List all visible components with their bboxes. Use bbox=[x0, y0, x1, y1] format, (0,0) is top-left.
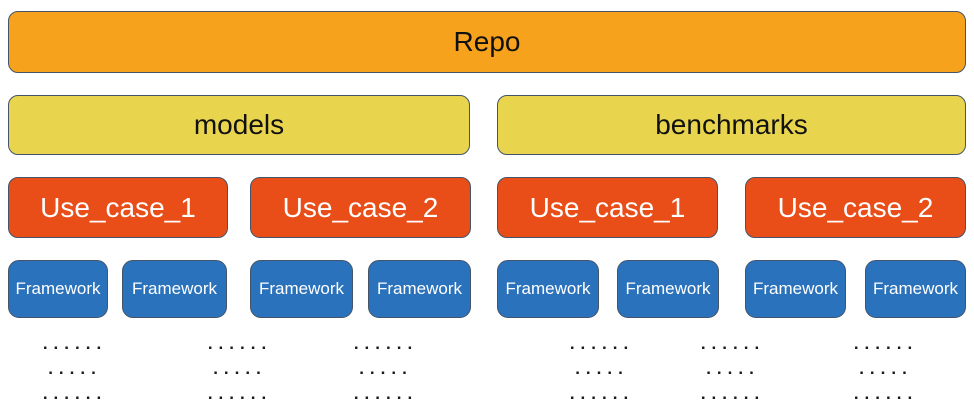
repo-node: Repo bbox=[8, 11, 966, 73]
ellipsis-column: ...... ..... ...... bbox=[552, 331, 652, 406]
ellipsis-line: ...... bbox=[353, 334, 419, 353]
framework-node: Framework bbox=[250, 260, 353, 318]
models-use-case-2-node: Use_case_2 bbox=[250, 177, 471, 238]
ellipsis-line: ..... bbox=[575, 359, 629, 378]
benchmarks-use-case-2-node: Use_case_2 bbox=[745, 177, 966, 238]
ellipsis-column: ...... ..... ...... bbox=[336, 331, 436, 406]
ellipsis-line: ...... bbox=[207, 334, 273, 353]
framework-node: Framework bbox=[368, 260, 471, 318]
ellipsis-line: ..... bbox=[359, 359, 413, 378]
ellipsis-line: ...... bbox=[853, 334, 919, 353]
ellipsis-line: ..... bbox=[706, 359, 760, 378]
ellipsis-line: ..... bbox=[859, 359, 913, 378]
framework-node: Framework bbox=[8, 260, 108, 318]
models-group-node: models bbox=[8, 95, 470, 155]
framework-node: Framework bbox=[865, 260, 966, 318]
framework-node: Framework bbox=[617, 260, 719, 318]
ellipsis-line: ...... bbox=[700, 384, 766, 403]
ellipsis-column: ...... ..... ...... bbox=[836, 331, 936, 406]
ellipsis-line: ...... bbox=[569, 384, 635, 403]
framework-node: Framework bbox=[497, 260, 599, 318]
benchmarks-group-node: benchmarks bbox=[497, 95, 966, 155]
framework-node: Framework bbox=[745, 260, 846, 318]
ellipsis-line: ..... bbox=[213, 359, 267, 378]
ellipsis-column: ...... ..... ...... bbox=[683, 331, 783, 406]
ellipsis-column: ...... ..... ...... bbox=[25, 331, 125, 406]
framework-node: Framework bbox=[122, 260, 227, 318]
models-use-case-1-node: Use_case_1 bbox=[8, 177, 228, 238]
ellipsis-line: ...... bbox=[853, 384, 919, 403]
benchmarks-use-case-1-node: Use_case_1 bbox=[497, 177, 718, 238]
ellipsis-line: ...... bbox=[700, 334, 766, 353]
ellipsis-line: ...... bbox=[207, 384, 273, 403]
ellipsis-line: ...... bbox=[42, 334, 108, 353]
ellipsis-line: ...... bbox=[353, 384, 419, 403]
ellipsis-line: ...... bbox=[569, 334, 635, 353]
ellipsis-line: ...... bbox=[42, 384, 108, 403]
ellipsis-column: ...... ..... ...... bbox=[190, 331, 290, 406]
ellipsis-line: ..... bbox=[48, 359, 102, 378]
